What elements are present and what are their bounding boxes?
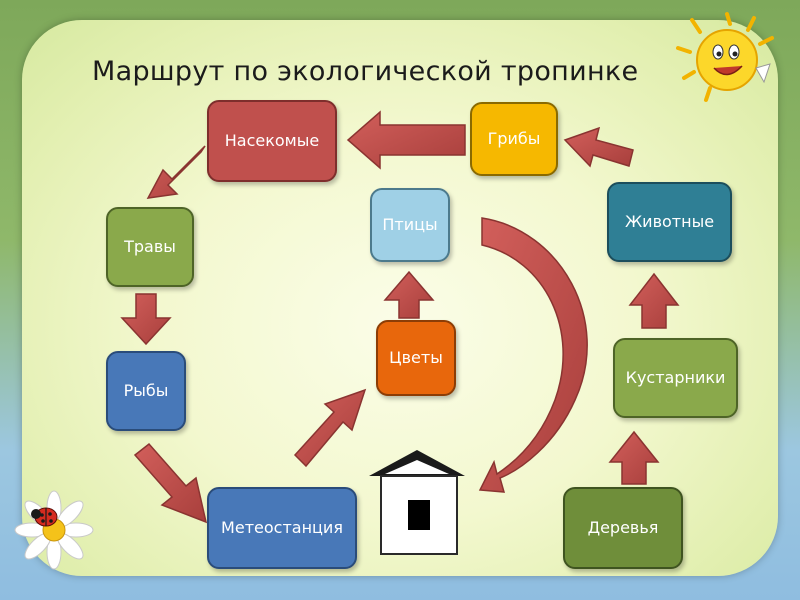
node-shrubs: Кустарники — [613, 338, 738, 418]
ladybug-icon — [31, 507, 58, 527]
arrow-shrubs-to-animals — [628, 272, 680, 329]
arrow-station-to-flowers — [293, 388, 367, 468]
node-animals: Животные — [607, 182, 732, 262]
page-title: Маршрут по экологической тропинке — [92, 56, 639, 87]
sun-icon — [676, 12, 774, 102]
arrow-mushrooms-to-insects — [346, 110, 466, 170]
node-flowers: Цветы — [376, 320, 456, 396]
arrow-curved-to-house — [478, 217, 588, 493]
arrow-trees-to-shrubs — [608, 430, 660, 485]
arrow-insects-to-grass — [146, 145, 206, 199]
arrow-animals-to-mushrooms — [563, 126, 634, 168]
node-grass: Травы — [106, 207, 194, 287]
arrow-flowers-to-birds — [383, 270, 435, 319]
node-fish: Рыбы — [106, 351, 186, 431]
house-icon — [369, 450, 465, 555]
arrow-fish-to-station — [133, 442, 208, 524]
node-insects: Насекомые — [207, 100, 337, 182]
node-mushrooms: Грибы — [470, 102, 558, 176]
node-weather-station: Метеостанция — [207, 487, 357, 569]
node-birds: Птицы — [370, 188, 450, 262]
arrow-grass-to-fish — [120, 293, 172, 346]
node-trees: Деревья — [563, 487, 683, 569]
